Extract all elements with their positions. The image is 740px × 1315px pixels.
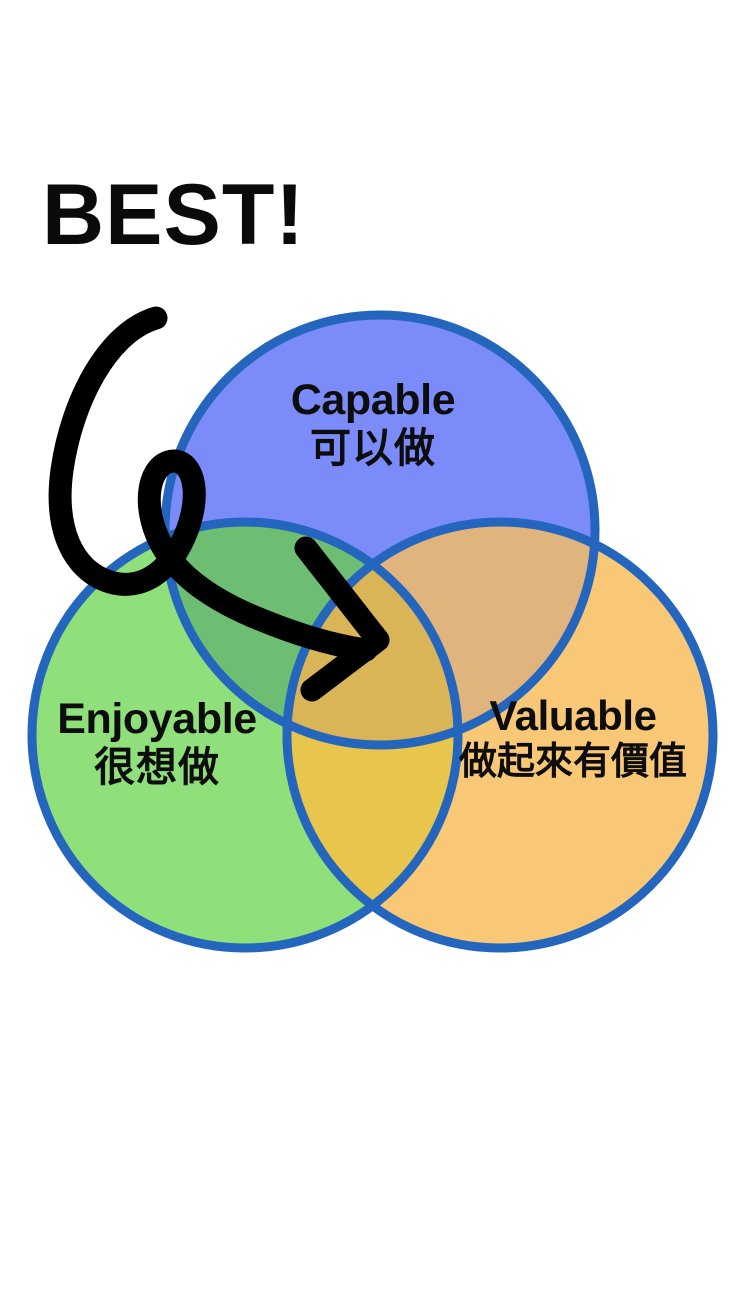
arrow-head-path [294, 536, 390, 702]
hand-drawn-curved-arrow [48, 306, 390, 702]
overlap-center [287, 522, 458, 745]
circle-valuable-outline [282, 517, 718, 953]
arrow-tail-path [48, 306, 378, 662]
page-title: BEST! [42, 167, 305, 263]
venn-fills [32, 315, 713, 948]
